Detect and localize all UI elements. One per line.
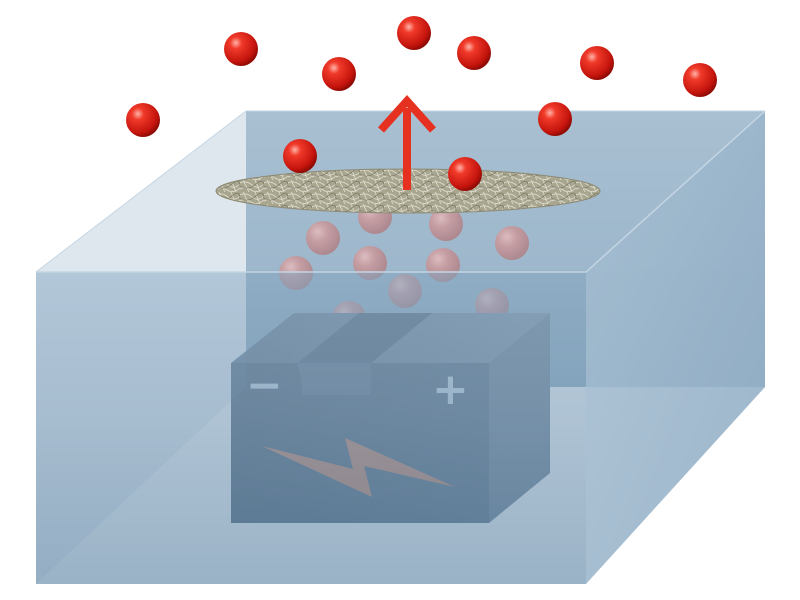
- released-particles: [126, 16, 717, 191]
- released-particle: [397, 16, 431, 50]
- released-particle: [580, 46, 614, 80]
- released-particle: [322, 57, 356, 91]
- released-particle: [283, 139, 317, 173]
- tank-edge: [35, 110, 247, 273]
- dissolved-particle: [429, 207, 463, 241]
- released-particle: [683, 63, 717, 97]
- released-particle: [457, 36, 491, 70]
- tank-front-face: [36, 272, 586, 584]
- released-particle: [126, 103, 160, 137]
- released-particle: [224, 32, 258, 66]
- released-particle: [448, 157, 482, 191]
- up-arrow-icon: [378, 95, 436, 190]
- dissolved-particle: [495, 226, 529, 260]
- tank-edge: [585, 110, 766, 273]
- released-particle: [538, 102, 572, 136]
- tank-right-face: [586, 111, 765, 584]
- dissolved-particle: [306, 221, 340, 255]
